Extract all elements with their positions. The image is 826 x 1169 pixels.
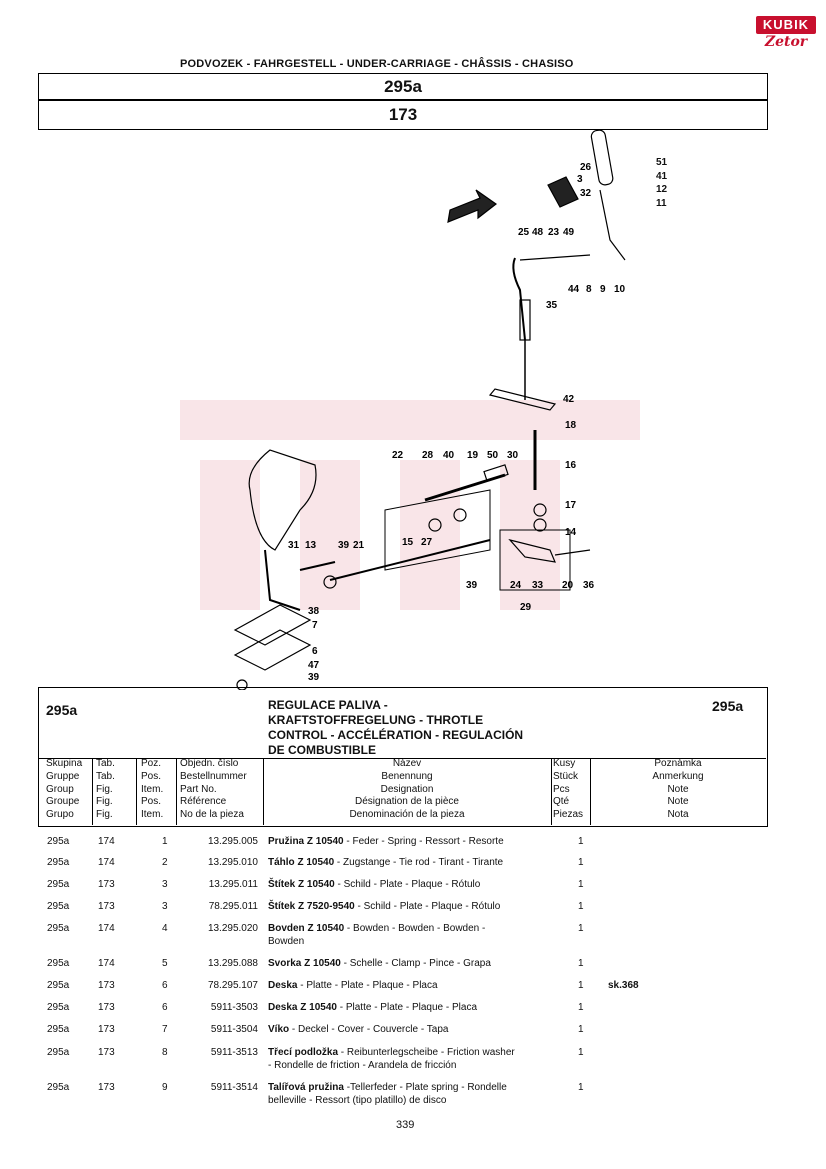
col-header-pos: Poz.Pos.Item.Pos.Item.: [141, 758, 164, 821]
plate-part: [547, 176, 579, 208]
base-plate: [233, 629, 312, 671]
svg-text:23: 23: [548, 227, 560, 238]
svg-text:39: 39: [338, 540, 350, 551]
svg-text:30: 30: [507, 450, 519, 461]
svg-text:22: 22: [392, 450, 404, 461]
svg-text:16: 16: [565, 460, 577, 471]
svg-text:21: 21: [353, 540, 365, 551]
svg-text:32: 32: [580, 188, 592, 199]
svg-text:33: 33: [532, 580, 544, 591]
svg-text:39: 39: [466, 580, 478, 591]
svg-text:20: 20: [562, 580, 574, 591]
page-header-title: PODVOZEK - FAHRGESTELL - UNDER-CARRIAGE …: [180, 58, 574, 70]
exploded-parts-diagram: 26 3 32 25 48 23 49 44 8 9 10 35 42 18 2…: [233, 130, 626, 690]
col-header-tab: Tab.Tab.Fig.Fig.Fig.: [96, 758, 115, 821]
svg-text:17: 17: [565, 500, 577, 511]
foot-pedal: [248, 449, 317, 551]
lever-arm: [599, 189, 626, 261]
callout-11: 11: [656, 198, 667, 209]
detail-box: [384, 489, 491, 571]
svg-text:10: 10: [614, 284, 626, 295]
svg-text:8: 8: [586, 284, 592, 295]
svg-text:42: 42: [563, 394, 575, 405]
page-number: 339: [396, 1119, 415, 1131]
section-title: REGULACE PALIVA - KRAFTSTOFFREGELUNG - T…: [268, 698, 524, 757]
svg-text:38: 38: [308, 606, 320, 617]
svg-text:25: 25: [518, 227, 530, 238]
bowden-cable-upper: [512, 257, 526, 341]
callout-12: 12: [656, 184, 668, 195]
svg-text:29: 29: [520, 602, 532, 613]
svg-text:47: 47: [308, 660, 320, 671]
brand-logo: KUBIK Zetor: [756, 16, 816, 58]
logo-brand: KUBIK: [756, 16, 816, 34]
group-box: 295a: [38, 73, 768, 100]
parts-table-header: [38, 687, 768, 827]
hand-lever-grip: [590, 130, 614, 186]
svg-text:14: 14: [565, 527, 577, 538]
svg-text:24: 24: [510, 580, 522, 591]
logo-sub: Zetor: [764, 34, 808, 50]
pedal-rod: [329, 539, 491, 581]
svg-text:50: 50: [487, 450, 499, 461]
direction-arrow-icon: [447, 189, 498, 223]
svg-text:19: 19: [467, 450, 479, 461]
svg-text:28: 28: [422, 450, 434, 461]
svg-text:31: 31: [288, 540, 300, 551]
svg-text:49: 49: [563, 227, 575, 238]
svg-text:6: 6: [312, 646, 318, 657]
callout-51: 51: [656, 157, 668, 168]
bracket-part: [488, 388, 557, 411]
svg-text:15: 15: [402, 537, 414, 548]
svg-text:40: 40: [443, 450, 455, 461]
svg-text:13: 13: [305, 540, 317, 551]
section-group-left: 295a: [46, 702, 78, 718]
svg-text:9: 9: [600, 284, 606, 295]
svg-text:36: 36: [583, 580, 595, 591]
watermark-graphic: [180, 400, 640, 610]
svg-text:35: 35: [546, 300, 558, 311]
cover-plate: [233, 604, 312, 646]
svg-text:18: 18: [565, 420, 577, 431]
table-box: 173: [38, 100, 768, 130]
header-divider: [38, 758, 766, 759]
callout-41: 41: [656, 171, 668, 182]
spring-part: [299, 561, 336, 571]
callout-26: 26: [580, 162, 592, 173]
section-group-right: 295a: [712, 698, 744, 714]
svg-text:27: 27: [421, 537, 433, 548]
svg-text:7: 7: [312, 620, 318, 631]
detail-box-29: [499, 529, 571, 591]
svg-text:44: 44: [568, 284, 580, 295]
svg-text:39: 39: [308, 672, 320, 683]
svg-text:48: 48: [532, 227, 544, 238]
svg-text:3: 3: [577, 174, 583, 185]
